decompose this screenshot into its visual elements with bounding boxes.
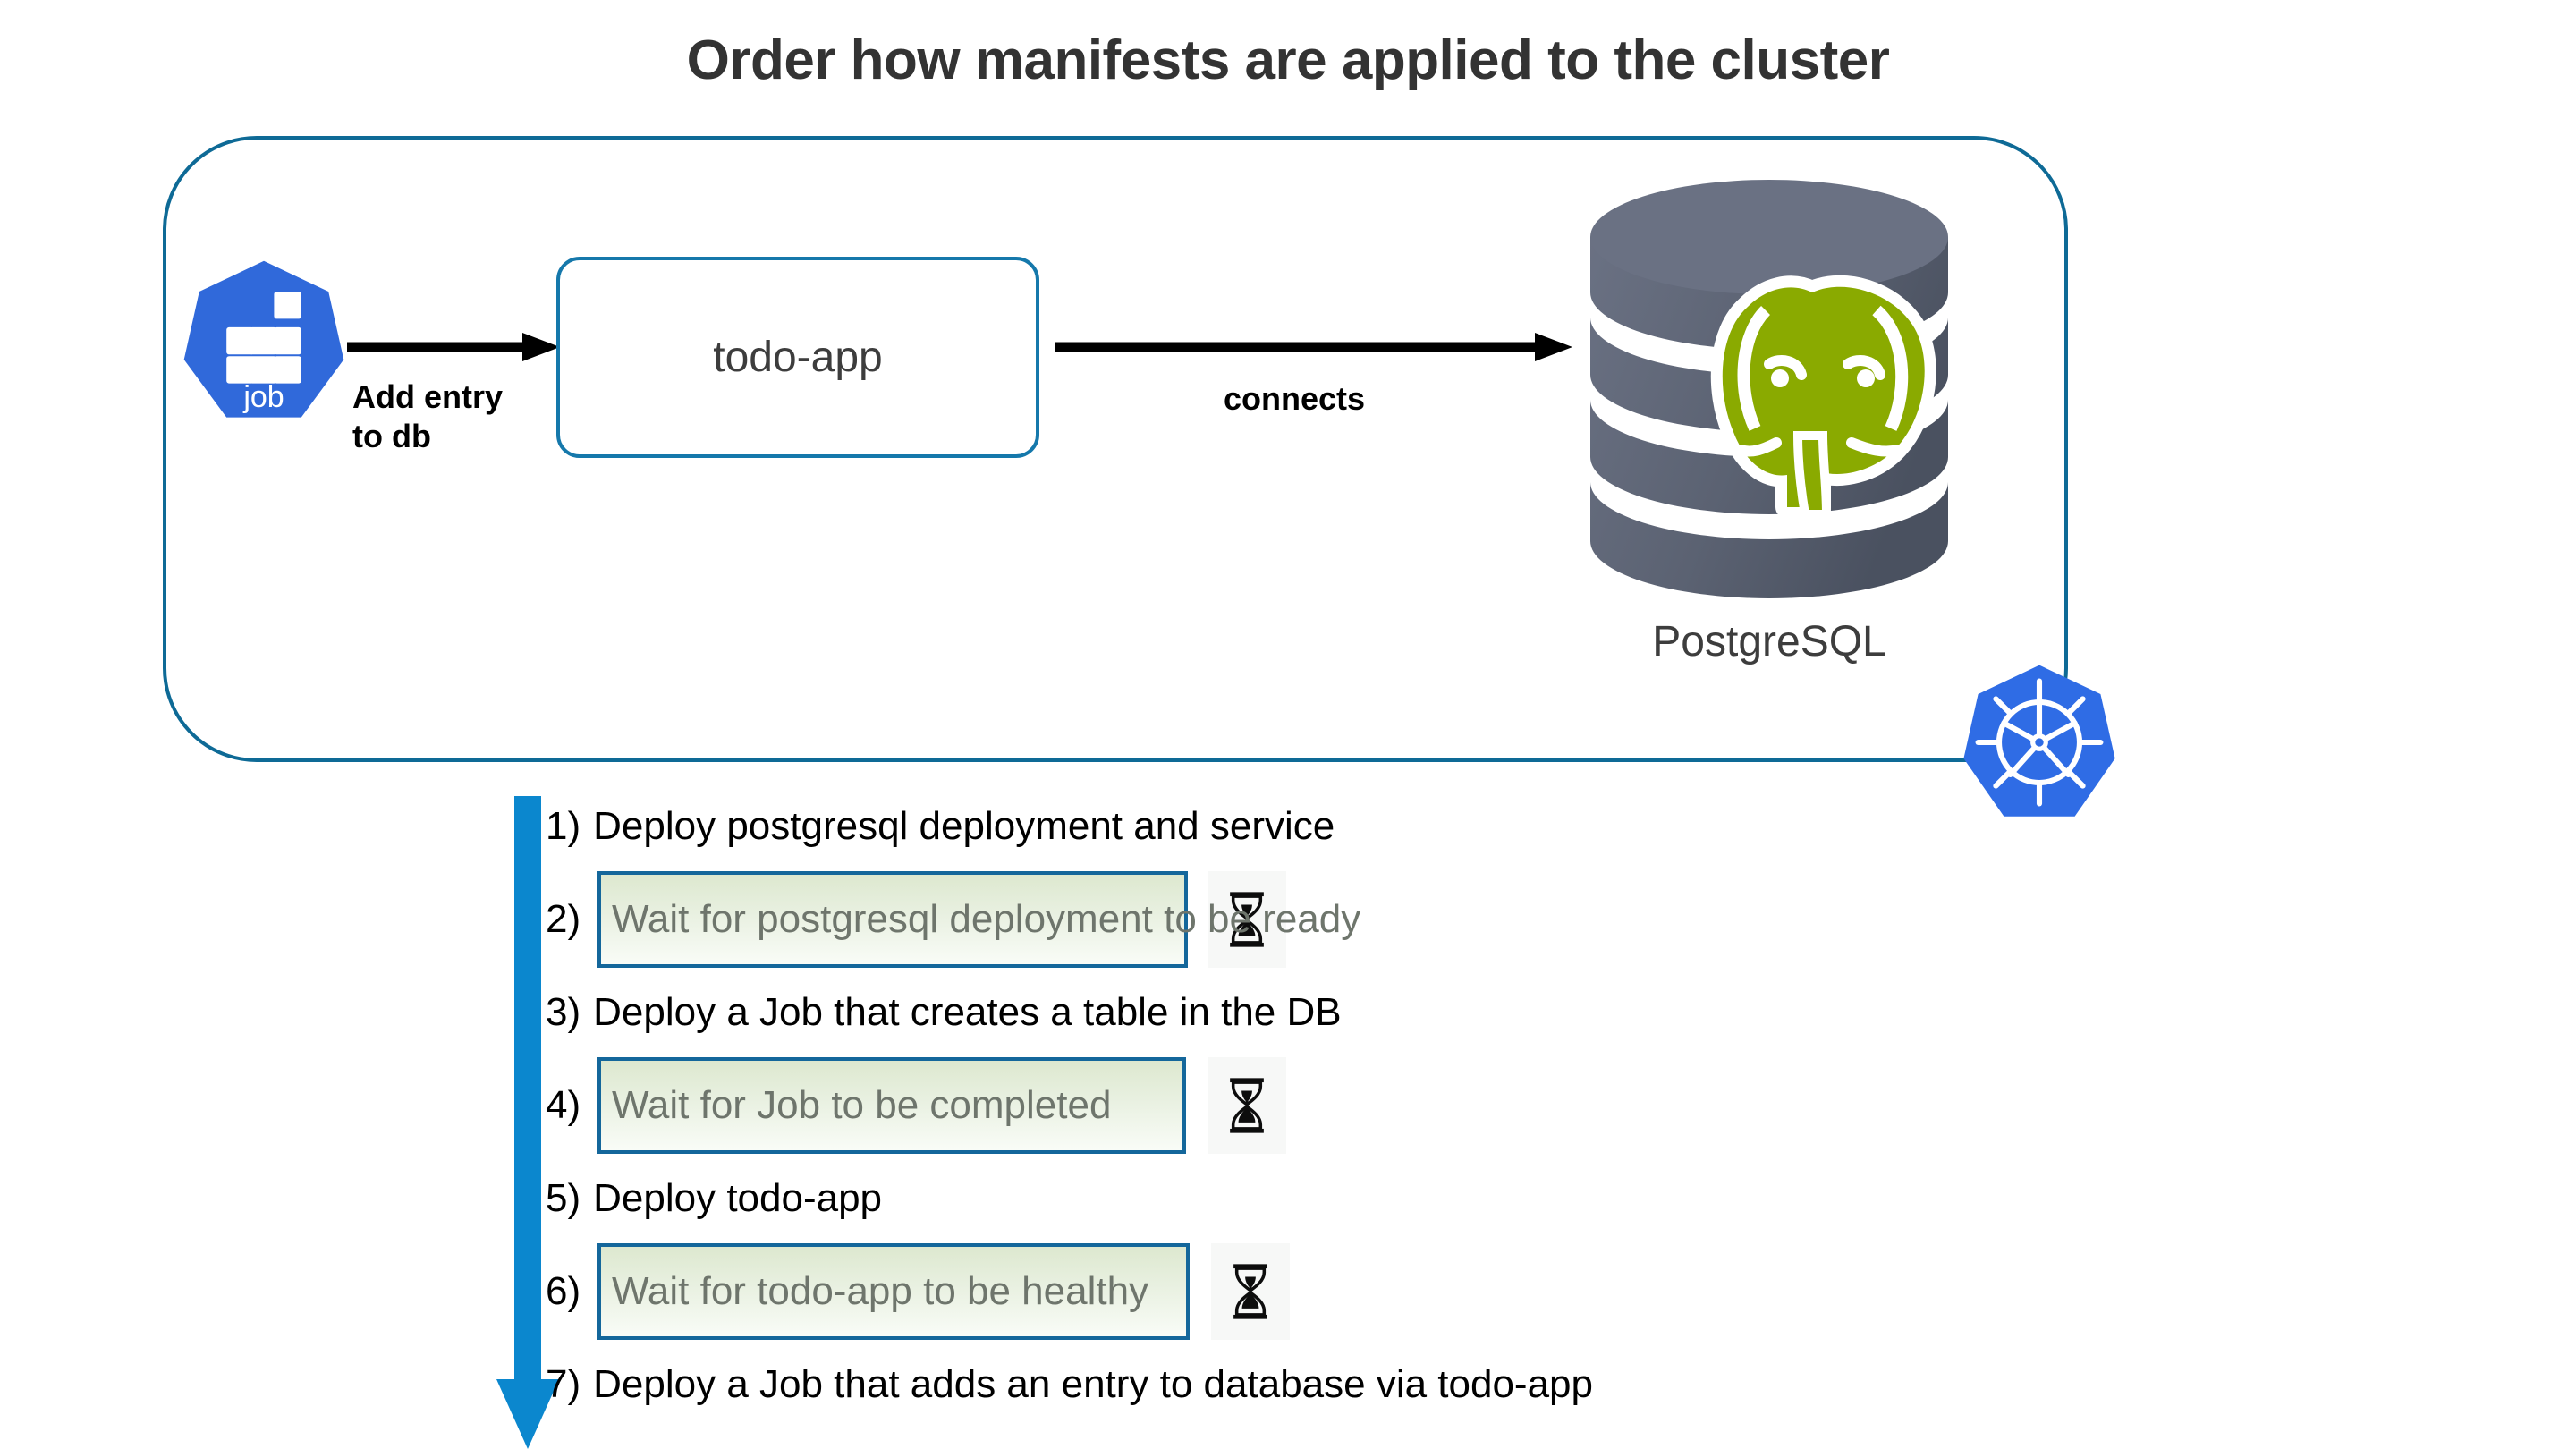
job-heptagon-shape [183, 260, 344, 418]
kubernetes-job-icon: job [179, 258, 349, 428]
cluster-boundary [163, 136, 2068, 762]
steps-list: 1) Deploy postgresql deployment and serv… [546, 794, 1977, 1417]
step-text: Wait for todo-app to be healthy [612, 1269, 1149, 1313]
list-item: 5) Deploy todo-app [546, 1166, 1977, 1231]
hourglass-icon [1208, 1057, 1286, 1154]
step-7: 7) Deploy a Job that adds an entry to da… [546, 1352, 1977, 1417]
step-number: 2) [546, 897, 581, 941]
hourglass-glyph [1230, 1078, 1264, 1133]
step-3: 3) Deploy a Job that creates a table in … [546, 980, 1977, 1045]
step-text: Wait for Job to be completed [612, 1083, 1112, 1127]
step-number: 4) [546, 1083, 581, 1127]
list-item: 3) Deploy a Job that creates a table in … [546, 980, 1977, 1045]
step-number: 6) [546, 1269, 581, 1313]
step-1: 1) Deploy postgresql deployment and serv… [546, 794, 1977, 859]
edge-label-add-entry-line2: to db [352, 417, 431, 454]
todo-app-label: todo-app [713, 334, 883, 381]
down-arrow-icon [496, 796, 559, 1449]
list-item: 4) Wait for Job to be completed [546, 1057, 1977, 1154]
postgresql-logo-icon [1590, 180, 1948, 598]
step-text: Deploy a Job that creates a table in the… [593, 990, 1342, 1034]
step-text: Wait for postgresql deployment to be rea… [612, 897, 1361, 941]
arrow-right-icon [1055, 333, 1572, 361]
step-number: 7) [546, 1362, 581, 1406]
step-text: Deploy a Job that adds an entry to datab… [593, 1362, 1593, 1406]
todo-app-node: todo-app [556, 257, 1039, 458]
step-number: 3) [546, 990, 581, 1034]
hourglass-glyph [1233, 1264, 1267, 1319]
list-item: 6) Wait for todo-app to be healthy [546, 1243, 1977, 1340]
wait-box-6[interactable]: Wait for todo-app to be healthy [597, 1243, 1190, 1340]
postgresql-label: PostgreSQL [1652, 618, 1886, 665]
page-title: Order how manifests are applied to the c… [686, 30, 1890, 91]
step-number: 5) [546, 1176, 581, 1220]
job-label: job [243, 380, 284, 414]
list-item: 2) Wait for postgresql deployment to be … [546, 871, 1977, 968]
list-item: 1) Deploy postgresql deployment and serv… [546, 794, 1977, 859]
step-text: Deploy postgresql deployment and service [593, 804, 1335, 848]
edge-label-add-entry: Add entry to db [352, 377, 503, 456]
edge-label-add-entry-line1: Add entry [352, 378, 504, 415]
wait-box-4[interactable]: Wait for Job to be completed [597, 1057, 1186, 1154]
step-text: Deploy todo-app [593, 1176, 883, 1220]
list-item: 7) Deploy a Job that adds an entry to da… [546, 1352, 1977, 1417]
hourglass-icon [1208, 871, 1286, 968]
step-number: 1) [546, 804, 581, 848]
hourglass-icon [1211, 1243, 1290, 1340]
arrow-right-icon [347, 333, 560, 361]
kubernetes-logo-icon [1963, 665, 2115, 817]
step-5: 5) Deploy todo-app [546, 1166, 1977, 1231]
edge-label-connects: connects [1224, 380, 1366, 417]
hourglass-glyph [1230, 892, 1264, 947]
wait-box-2[interactable]: Wait for postgresql deployment to be rea… [597, 871, 1360, 968]
